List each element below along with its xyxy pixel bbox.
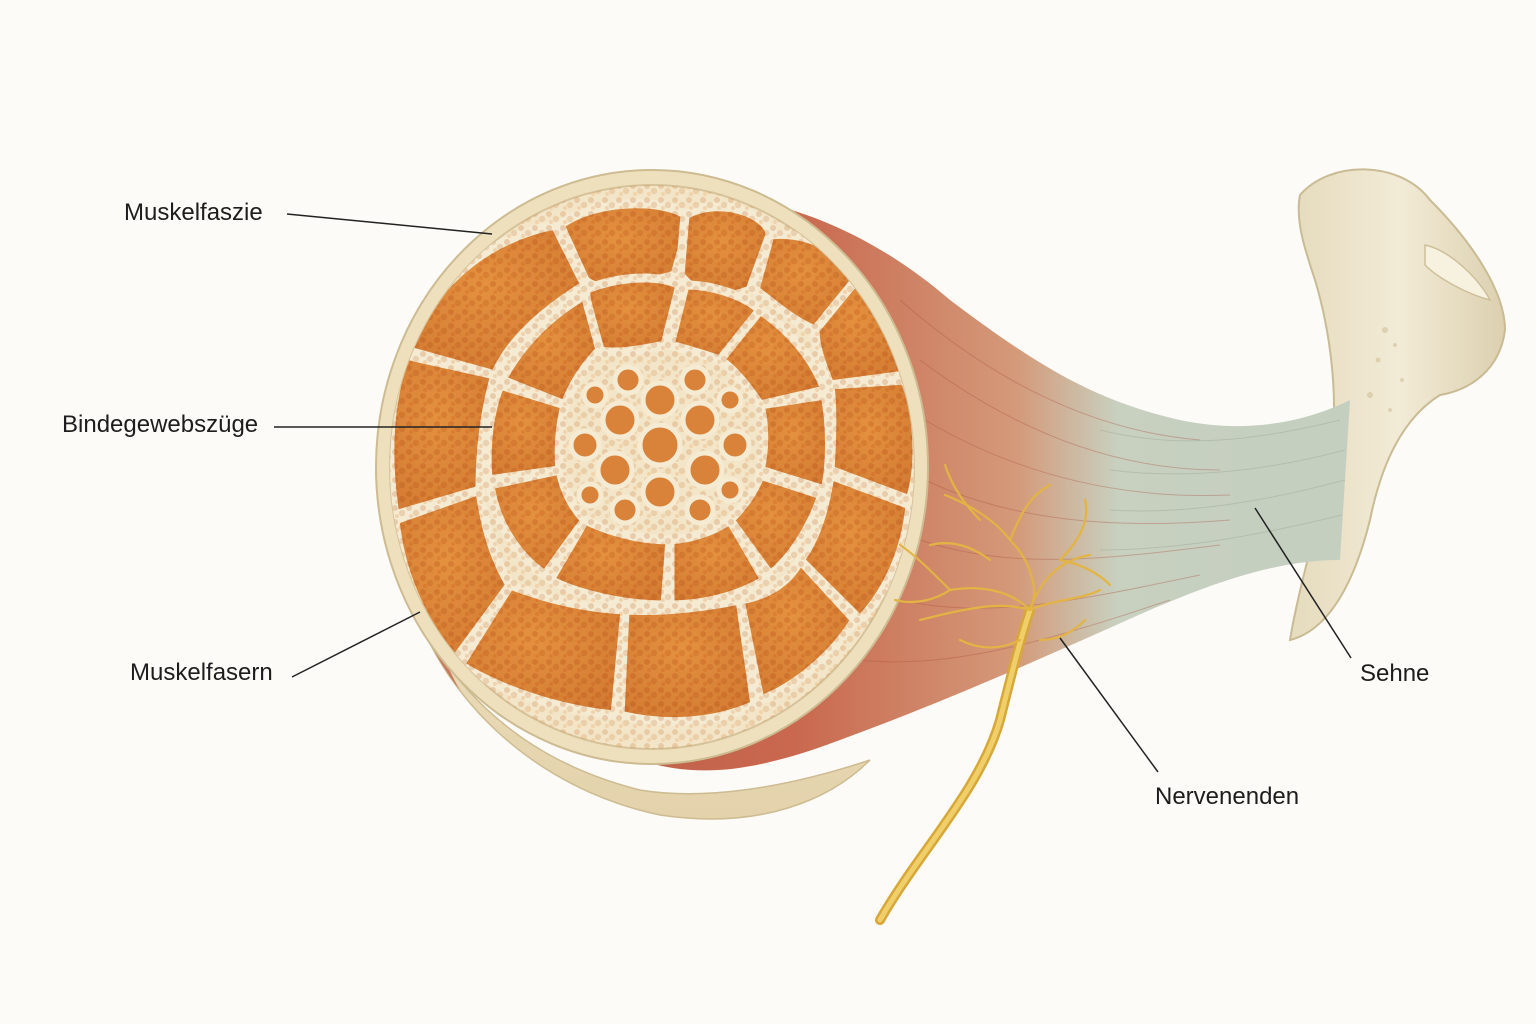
label-muscle-fibers: Muskelfasern <box>130 659 273 686</box>
leader-lines <box>274 213 1352 773</box>
outer-sheath <box>399 559 871 820</box>
leader-fascia <box>286 213 493 235</box>
leader-fibers <box>291 611 421 678</box>
leader-tendon <box>1254 507 1352 659</box>
label-tendon: Sehne <box>1360 660 1430 687</box>
leader-nerves <box>1059 637 1159 773</box>
cross-section <box>375 169 929 765</box>
nerve <box>875 463 1112 925</box>
label-connective-septa: Bindegewebszüge <box>62 411 259 438</box>
bone <box>1288 168 1507 642</box>
label-fascia: Muskelfaszie <box>124 199 263 226</box>
label-nerve-endings: Nervenenden <box>1155 783 1300 810</box>
